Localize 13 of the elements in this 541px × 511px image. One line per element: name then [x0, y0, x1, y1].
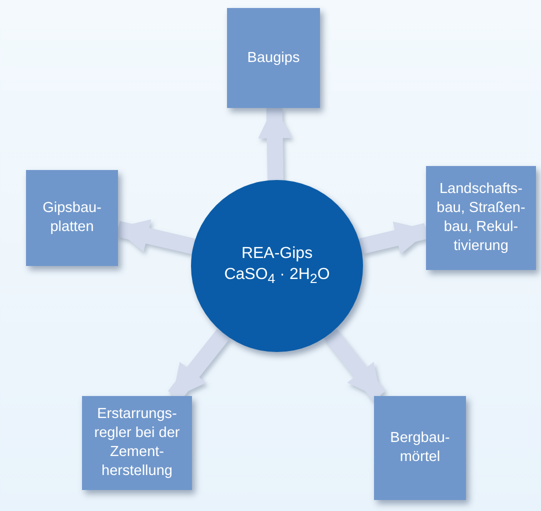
node-text: Bergbau- mörtel — [389, 429, 451, 467]
node-text: CaSO$_{4}$ · 2H$_{2}$O — [224, 265, 330, 288]
node-text: Gipsbau- platten — [42, 199, 102, 237]
node-text: REA-Gips — [241, 244, 313, 264]
use-box — [227, 8, 320, 108]
use-box — [26, 170, 118, 266]
node-text: Landschafts- bau, Straßen- bau, Rekul- tivierung — [436, 180, 526, 256]
use-box — [374, 396, 466, 500]
block-arrow — [324, 328, 386, 401]
use-box — [426, 166, 536, 270]
node-text: Baugips — [246, 48, 301, 68]
use-box — [82, 396, 192, 490]
node-text: Erstarrungs- regler bei der Zement- herstellung — [93, 405, 181, 481]
